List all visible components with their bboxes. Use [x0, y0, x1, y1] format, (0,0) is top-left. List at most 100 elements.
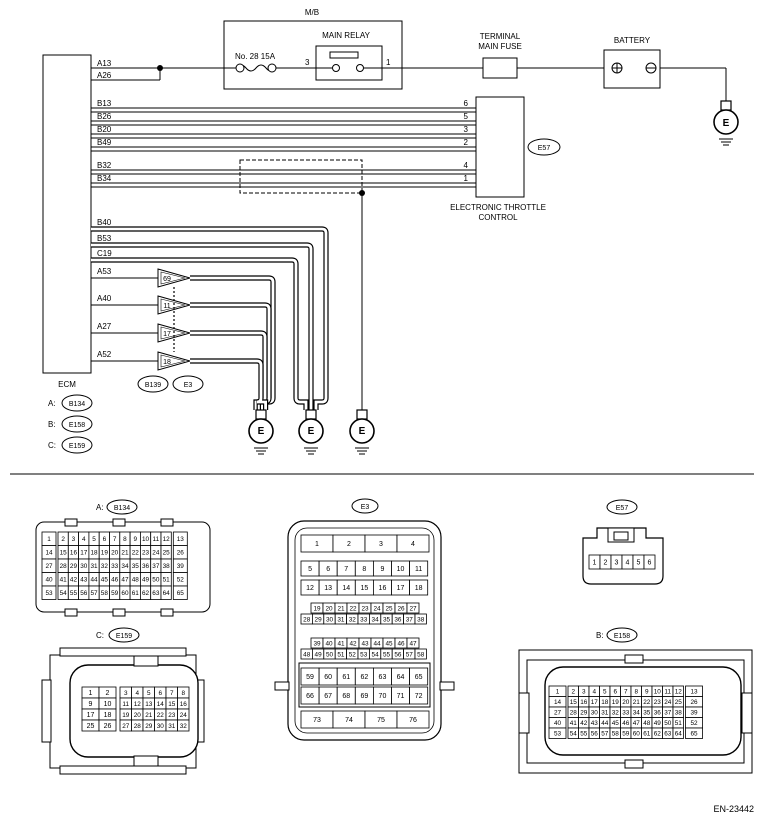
b134-pin-58: 58 — [101, 590, 109, 597]
b134-pin-36: 36 — [142, 563, 150, 570]
e159-pin-23: 23 — [168, 712, 176, 719]
e159-pin-32-cell — [177, 719, 190, 732]
main-relay-label: MAIN RELAY — [322, 31, 371, 40]
e158-pin-31: 31 — [601, 710, 609, 717]
e3-pin-74: 74 — [345, 717, 353, 724]
e3-pin-72: 72 — [415, 693, 423, 700]
e159-pin-28: 28 — [134, 723, 142, 730]
ecm-pin-a27: A27 — [97, 322, 112, 331]
e158-pin-53-cell — [548, 727, 567, 739]
ecm-pin-a26: A26 — [97, 71, 112, 80]
e3-pin-67: 67 — [324, 693, 332, 700]
e3-pin-73: 73 — [313, 717, 321, 724]
e3-pin-16: 16 — [379, 585, 387, 592]
e158-pin-38: 38 — [675, 710, 683, 717]
e3-pin-75: 75 — [377, 717, 385, 724]
b134-pin-43: 43 — [80, 577, 88, 584]
e3-pin-53: 53 — [360, 651, 368, 658]
relay-contact-a — [332, 64, 340, 72]
b134-pin-23: 23 — [142, 550, 150, 557]
e3-pin-32: 32 — [349, 616, 357, 623]
joint-tag-e3: E3 — [184, 382, 193, 389]
e159-pin-17: 17 — [87, 712, 95, 719]
e3-pin-58: 58 — [417, 651, 425, 658]
b134-pin-51: 51 — [163, 577, 171, 584]
e159-pin-1: 1 — [89, 690, 93, 697]
etc-label-1: ELECTRONIC THROTTLE — [450, 203, 546, 212]
ecm-pin-a53: A53 — [97, 267, 112, 276]
etc-pin-6: 6 — [464, 99, 469, 108]
e158-pin-48: 48 — [643, 720, 651, 727]
b134-pin-14: 14 — [45, 550, 53, 557]
battery-ground-label: E — [723, 118, 730, 129]
etc-pin-3: 3 — [464, 125, 469, 134]
e3-pin-30: 30 — [326, 616, 334, 623]
b134-pin-8: 8 — [123, 536, 127, 543]
e3-pin-27-cell — [406, 602, 420, 614]
e159-pin-27: 27 — [122, 723, 130, 730]
e57-pin-2: 2 — [604, 559, 608, 566]
ecm-legend-tag-e159: E159 — [69, 443, 85, 450]
e158-pin-36: 36 — [654, 710, 662, 717]
e158-pin-61: 61 — [643, 731, 651, 738]
e3-pin-3: 3 — [379, 541, 383, 548]
footer-code: EN-23442 — [713, 804, 754, 814]
b134-pin-42: 42 — [70, 577, 78, 584]
relay-coil — [329, 51, 359, 59]
e3-pin-19: 19 — [313, 605, 321, 612]
e159-caption-tag: E159 — [116, 633, 132, 640]
joint-tag-e3-oval — [172, 375, 204, 393]
e3-pin-56: 56 — [394, 651, 402, 658]
e158-pin-8: 8 — [634, 689, 638, 696]
e158-pin-4: 4 — [592, 689, 596, 696]
e158-pin-18: 18 — [601, 699, 609, 706]
b134-pin-40: 40 — [45, 577, 53, 584]
b134-pin-64: 64 — [163, 590, 171, 597]
e159-pin-19: 19 — [122, 712, 130, 719]
e158-pin-14: 14 — [554, 699, 562, 706]
e3-pin-52: 52 — [349, 651, 357, 658]
b134-pin-49: 49 — [142, 577, 150, 584]
e3-pin-48: 48 — [303, 651, 311, 658]
etc-pin-4: 4 — [464, 161, 469, 170]
e158-pin-11: 11 — [664, 689, 671, 696]
joint-pin-69: 69 — [163, 276, 171, 283]
e158-pin-49: 49 — [654, 720, 662, 727]
e3-pin-57: 57 — [406, 651, 414, 658]
e158-pin-21: 21 — [633, 699, 641, 706]
e3-pin-23: 23 — [361, 605, 369, 612]
e158-pin-2: 2 — [571, 689, 575, 696]
e158-pin-6: 6 — [613, 689, 617, 696]
e3-pin-76: 76 — [409, 717, 417, 724]
mb-box — [223, 20, 403, 90]
e3-pin-18-cell — [409, 579, 429, 596]
etc-box — [475, 96, 525, 198]
b134-caption-oval — [106, 499, 138, 515]
terminal-main-fuse-label-1: TERMINAL — [480, 32, 521, 41]
e3-pin-65-cell — [409, 667, 429, 686]
ground-label-3: E — [359, 426, 366, 437]
e159-pin-25: 25 — [87, 723, 95, 730]
b134-pin-31: 31 — [90, 563, 98, 570]
e3-pin-42: 42 — [349, 640, 357, 647]
e3-pin-65: 65 — [415, 674, 423, 681]
e3-pin-1: 1 — [315, 541, 319, 548]
b134-pin-26: 26 — [177, 550, 185, 557]
joint-pin-17: 17 — [163, 331, 171, 338]
e159-pin-18: 18 — [104, 712, 112, 719]
e3-pin-26: 26 — [397, 605, 405, 612]
e3-pin-44: 44 — [373, 640, 381, 647]
e159-pin-22: 22 — [157, 712, 165, 719]
e3-pin-17: 17 — [397, 585, 405, 592]
e3-pin-28: 28 — [303, 616, 311, 623]
e158-pin-23: 23 — [654, 699, 662, 706]
e3-pin-72-cell — [409, 686, 429, 705]
e159-pin-20: 20 — [134, 712, 142, 719]
e3-pin-38: 38 — [417, 616, 425, 623]
b134-pin-13: 13 — [177, 536, 185, 543]
e3-pin-9: 9 — [380, 566, 384, 573]
e57-pin-1: 1 — [593, 559, 597, 566]
etc-pin-1: 1 — [464, 174, 469, 183]
